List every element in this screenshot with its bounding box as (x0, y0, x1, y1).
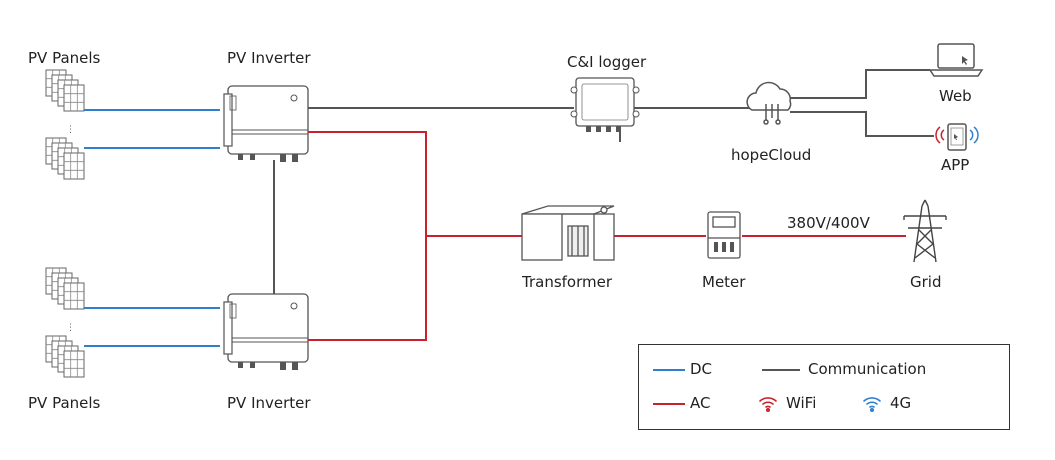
transmission-tower-icon (903, 199, 947, 263)
cellular-4g-icon (969, 126, 979, 144)
pv-inverter-label-top: PV Inverter (227, 49, 311, 67)
transformer-icon (521, 205, 615, 261)
web-label: Web (939, 87, 972, 105)
legend-wifi-label: WiFi (786, 394, 817, 412)
app-label: APP (941, 156, 970, 174)
pv-inverter-label-bottom: PV Inverter (227, 394, 311, 412)
ellipsis-dots: ⋮ (66, 323, 75, 333)
logger-label: C&I logger (567, 53, 647, 71)
solar-panel-icon (46, 268, 84, 309)
solar-panel-icon (46, 138, 84, 179)
legend-4g-label: 4G (890, 394, 912, 412)
cloud-icon (746, 81, 792, 125)
voltage-label: 380V/400V (787, 214, 870, 232)
tablet-icon (947, 123, 967, 151)
legend-dc-label: DC (690, 360, 713, 378)
logger-icon (570, 77, 640, 142)
inverter-icon (223, 293, 309, 371)
communication-lines (273, 69, 934, 294)
legend-communication-label: Communication (808, 360, 927, 378)
meter-icon (707, 211, 741, 259)
legend (638, 344, 1010, 430)
inverter-icon (223, 85, 309, 163)
meter-label: Meter (702, 273, 746, 291)
solar-panel-icon (46, 70, 84, 111)
pv-panels-label-top: PV Panels (28, 49, 101, 67)
cellular-4g-icon (863, 397, 881, 412)
legend-ac-label: AC (690, 394, 711, 412)
ac-lines (308, 131, 906, 341)
transformer-label: Transformer (522, 273, 613, 291)
cloud-label: hopeCloud (731, 146, 812, 164)
ellipsis-dots: ⋮ (66, 125, 75, 135)
wifi-icon (759, 397, 777, 412)
grid-label: Grid (910, 273, 942, 291)
wifi-icon (935, 126, 945, 144)
dc-lines (84, 109, 220, 347)
pv-panels-label-bottom: PV Panels (28, 394, 101, 412)
solar-panel-icon (46, 336, 84, 377)
laptop-icon (928, 43, 984, 77)
